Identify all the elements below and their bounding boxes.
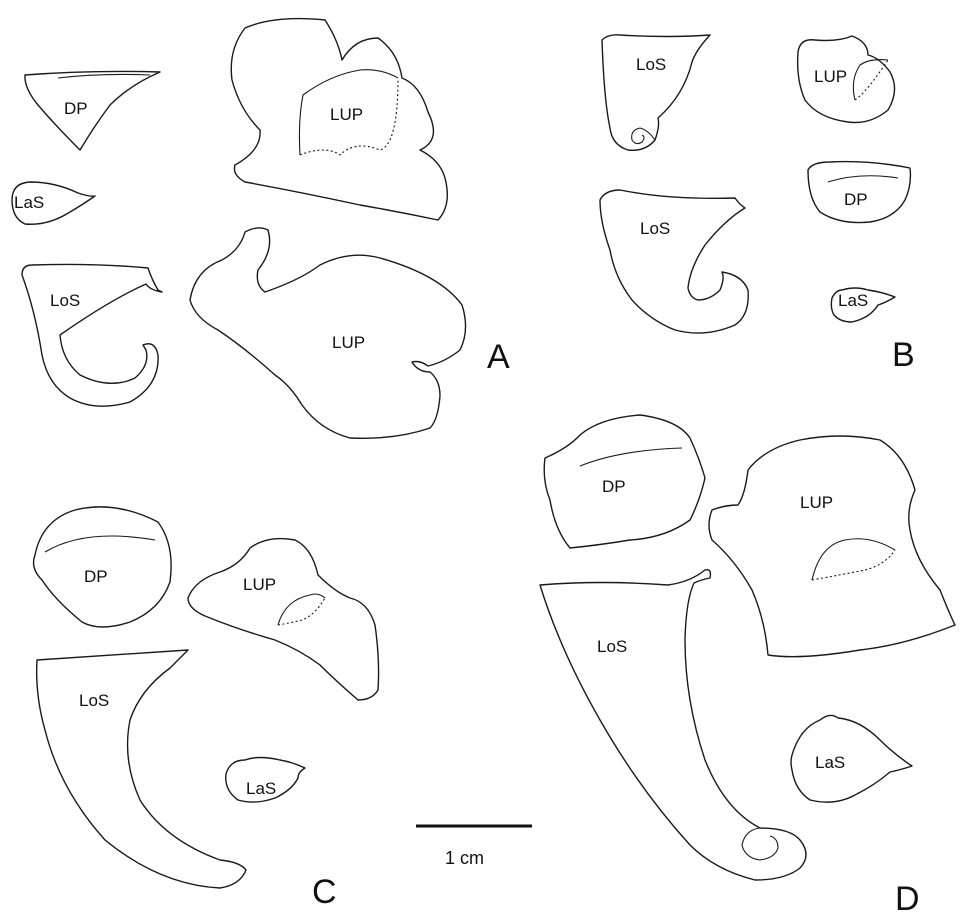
panel-b-los-large-label: LoS xyxy=(640,219,670,238)
panel-c-letter: C xyxy=(312,873,337,911)
panel-b-las-label: LaS xyxy=(838,291,868,310)
panel-b: LoS LUP DP LoS LaS B xyxy=(600,35,915,374)
panel-d-lup-outline xyxy=(709,436,955,657)
panel-a-letter: A xyxy=(487,338,510,376)
panel-b-lup-label: LUP xyxy=(814,67,847,86)
panel-a-dp-label: DP xyxy=(64,99,88,118)
panel-a-lup-lower-label: LUP xyxy=(332,333,365,352)
panel-a-dp-ridge xyxy=(58,74,150,78)
panel-a-dp-outline xyxy=(25,71,160,150)
panel-d-lup-fold xyxy=(812,539,895,580)
panel-b-dp-ridge xyxy=(828,176,898,182)
panel-c-los-label: LoS xyxy=(79,691,109,710)
panel-c-las-label: LaS xyxy=(246,779,276,798)
panel-c-lup-dotted-margin xyxy=(278,598,325,625)
panel-d-los-label: LoS xyxy=(597,637,627,656)
panel-d-lup-dotted-margin xyxy=(812,550,895,580)
panel-b-letter: B xyxy=(892,336,915,374)
panel-b-los-top-spiral xyxy=(632,128,655,144)
panel-a-lup-upper-label: LUP xyxy=(330,105,363,124)
panel-d-los-curl xyxy=(742,828,778,860)
panel-c-lup-label: LUP xyxy=(243,575,276,594)
panel-d-los-outline xyxy=(540,570,806,880)
scale-bar-label: 1 cm xyxy=(445,848,484,868)
panel-a-las-label: LaS xyxy=(14,193,44,212)
panel-d: DP LUP LoS LaS D xyxy=(540,415,955,918)
scale-bar: 1 cm xyxy=(416,826,532,868)
panel-c-dp-ridge xyxy=(45,536,155,552)
panel-d-las-outline xyxy=(791,715,912,802)
panel-a: DP LaS LoS LUP LUP A xyxy=(12,19,510,439)
panel-d-lup-label: LUP xyxy=(800,493,833,512)
panel-a-los-outline xyxy=(22,264,162,406)
panel-c: DP LUP LoS LaS C xyxy=(34,507,379,911)
panel-b-lup-fold xyxy=(853,60,888,100)
panel-d-dp-ridge xyxy=(580,448,682,466)
panel-c-los-outline xyxy=(37,650,246,888)
panel-b-los-top-outline xyxy=(602,35,710,150)
panel-b-los-top-label: LoS xyxy=(636,55,666,74)
panel-a-los-label: LoS xyxy=(50,291,80,310)
panel-d-las-label: LaS xyxy=(815,753,845,772)
panel-c-lup-outline xyxy=(188,539,379,700)
panel-b-dp-label: DP xyxy=(844,190,868,209)
panel-d-dp-label: DP xyxy=(602,477,626,496)
panel-a-lup-lower-outline xyxy=(190,228,466,438)
panel-b-los-large-outline xyxy=(600,190,748,333)
panel-d-letter: D xyxy=(895,880,920,918)
panel-c-dp-label: DP xyxy=(84,567,108,586)
